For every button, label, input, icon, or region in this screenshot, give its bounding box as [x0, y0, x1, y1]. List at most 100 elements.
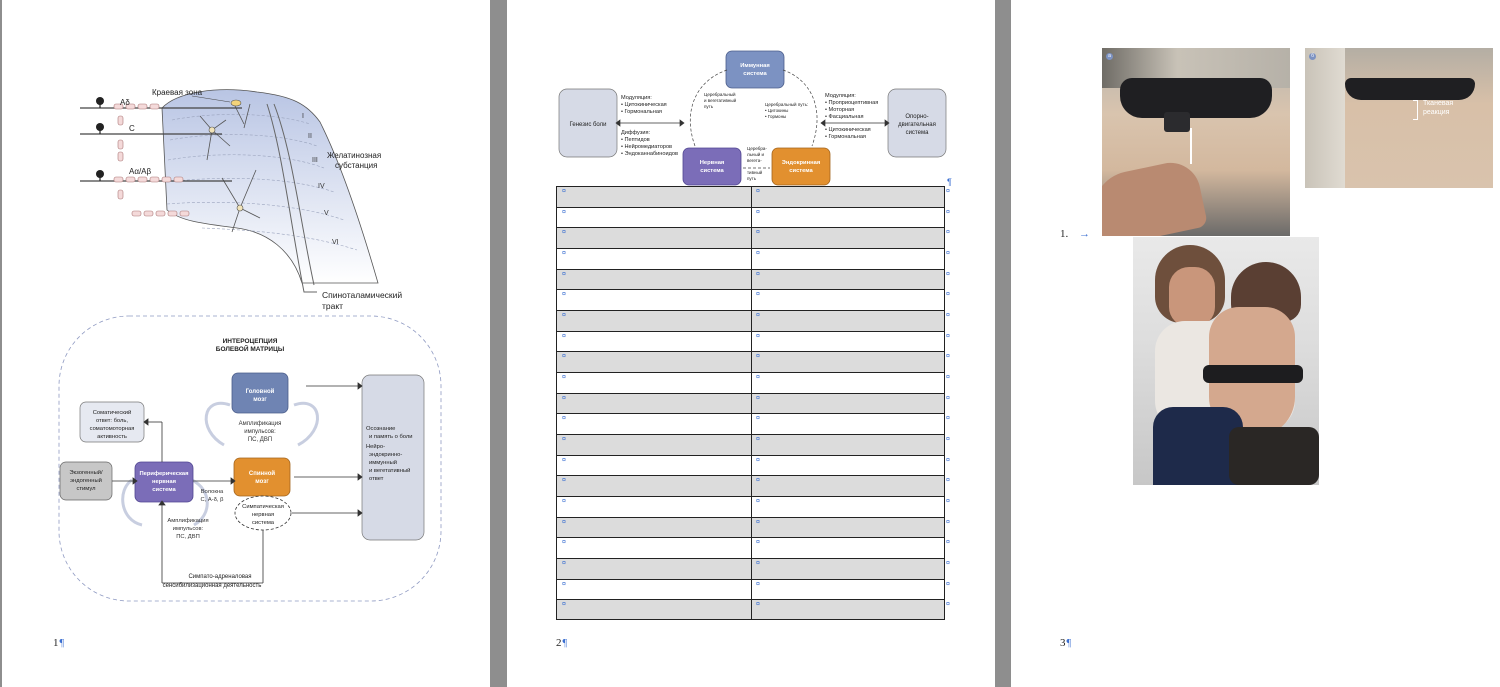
- tab-arrow-icon: →: [1079, 228, 1090, 240]
- cell-end-mark: ¤: [562, 436, 566, 443]
- table-cell[interactable]: ¤: [750, 394, 945, 414]
- table-row: ¤¤¤: [556, 268, 950, 290]
- table-cell[interactable]: ¤: [750, 435, 945, 455]
- cell-end-mark: ¤: [562, 518, 566, 526]
- table-cell[interactable]: ¤: [556, 290, 750, 310]
- table-cell[interactable]: ¤: [750, 373, 945, 393]
- cell-end-mark: ¤: [756, 560, 760, 567]
- table-row: ¤¤¤: [556, 310, 950, 331]
- table-row: ¤ ¤ ¤: [556, 475, 950, 496]
- table-cell[interactable]: ¤: [556, 332, 750, 352]
- table-cell[interactable]: ¤: [750, 538, 945, 558]
- svg-text:Диффузия:: Диффузия:: [621, 130, 651, 136]
- row-end-mark: ¤: [946, 188, 950, 195]
- photo-b-tissue-reaction: Тканевая реакция б: [1305, 48, 1493, 188]
- table-row: ¤¤¤: [556, 351, 950, 372]
- svg-text:сенсибилизационная деятельност: сенсибилизационная деятельность: [163, 583, 262, 589]
- table-cell[interactable]: ¤: [556, 414, 750, 434]
- svg-text:• Эндоканнабиноидов: • Эндоканнабиноидов: [621, 151, 678, 157]
- table-cell[interactable]: ¤: [750, 518, 945, 538]
- table-cell[interactable]: ¤: [556, 208, 750, 228]
- svg-text:вегета-: вегета-: [747, 158, 762, 163]
- table-cell[interactable]: ¤: [556, 373, 750, 393]
- svg-text:• Фасциальная: • Фасциальная: [825, 114, 864, 120]
- table-cell[interactable]: ¤: [750, 290, 945, 310]
- cell-end-mark: ¤: [562, 188, 566, 195]
- table-cell[interactable]: ¤: [556, 311, 750, 331]
- table-cell[interactable]: ¤: [750, 600, 945, 619]
- table-cell[interactable]: ¤: [556, 228, 750, 248]
- svg-text:активность: активность: [97, 434, 127, 440]
- row-end-mark: ¤: [946, 477, 950, 485]
- table-cell[interactable]: ¤: [556, 538, 750, 558]
- pilcrow-mark: ¶: [1066, 638, 1072, 649]
- cell-end-mark: ¤: [562, 291, 566, 299]
- svg-text:путь: путь: [747, 176, 757, 181]
- table-cell[interactable]: ¤: [556, 518, 750, 538]
- systems-diagram: Генезис боли Иммунная система Нервная си…: [558, 50, 952, 187]
- table-cell[interactable]: ¤: [750, 476, 945, 496]
- table-cell[interactable]: ¤: [556, 476, 750, 496]
- svg-text:БОЛЕВОЙ МАТРИЦЫ: БОЛЕВОЙ МАТРИЦЫ: [216, 344, 284, 353]
- row-end-mark: ¤: [946, 601, 950, 609]
- matrix-title: ИНТЕРОЦЕПЦИЯ: [223, 338, 278, 345]
- table-cell[interactable]: ¤: [556, 580, 750, 600]
- table-cell[interactable]: ¤: [750, 580, 945, 600]
- svg-text:тракт: тракт: [322, 301, 343, 311]
- svg-text:эндогенный: эндогенный: [70, 477, 102, 484]
- svg-text:мозг: мозг: [255, 479, 269, 485]
- svg-text:• Гормональная: • Гормональная: [825, 134, 866, 140]
- svg-text:• Цитокиническая: • Цитокиническая: [621, 102, 667, 108]
- table-row: ¤¤¤: [556, 558, 950, 579]
- cell-end-mark: ¤: [756, 188, 760, 195]
- table-cell[interactable]: ¤: [556, 352, 750, 372]
- page-number: 3¶: [1060, 637, 1072, 649]
- lamina-label: V: [324, 210, 329, 217]
- table-cell[interactable]: ¤: [556, 456, 750, 476]
- table-cell[interactable]: ¤: [750, 456, 945, 476]
- svg-text:система: система: [906, 130, 929, 136]
- svg-text:Волокна: Волокна: [201, 489, 224, 495]
- cell-end-mark: ¤: [756, 374, 760, 381]
- cell-end-mark: ¤: [562, 229, 566, 237]
- table-cell[interactable]: ¤: [750, 270, 945, 290]
- svg-text:соматомоторная: соматомоторная: [90, 426, 135, 432]
- cell-end-mark: ¤: [756, 477, 760, 485]
- cell-end-mark: ¤: [756, 539, 760, 547]
- empty-table[interactable]: ¤¤¤¤¤¤¤¤¤¤¤¤¤¤¤¤¤¤¤¤¤¤¤¤¤¤¤¤¤¤¤¤¤¤¤¤¤¤¤¤…: [556, 186, 950, 620]
- svg-text:и память о боли: и память о боли: [369, 434, 413, 440]
- table-cell[interactable]: ¤: [556, 270, 750, 290]
- row-end-mark: ¤: [946, 229, 950, 237]
- svg-text:Модуляция:: Модуляция:: [825, 93, 856, 99]
- table-cell[interactable]: ¤: [556, 497, 750, 517]
- table-cell[interactable]: ¤: [750, 559, 945, 579]
- cell-end-mark: ¤: [562, 560, 566, 567]
- table-cell[interactable]: ¤: [556, 600, 750, 619]
- table-cell[interactable]: ¤: [556, 559, 750, 579]
- table-cell[interactable]: ¤: [750, 352, 945, 372]
- table-cell[interactable]: ¤: [750, 332, 945, 352]
- table-cell[interactable]: ¤: [750, 311, 945, 331]
- svg-text:система: система: [252, 520, 275, 526]
- cell-end-mark: ¤: [756, 518, 760, 526]
- table-cell[interactable]: ¤: [556, 394, 750, 414]
- svg-text:система: система: [700, 168, 724, 174]
- svg-text:Амплификация: Амплификация: [239, 421, 282, 427]
- svg-text:ПС, ДВП: ПС, ДВП: [176, 534, 200, 540]
- svg-text:• Моторная: • Моторная: [825, 107, 854, 113]
- table-cell[interactable]: ¤: [750, 208, 945, 228]
- table-cell[interactable]: ¤: [556, 187, 750, 207]
- cell-end-mark: ¤: [562, 456, 566, 464]
- cell-end-mark: ¤: [756, 208, 760, 216]
- table-cell[interactable]: ¤: [556, 249, 750, 269]
- table-cell[interactable]: ¤: [750, 414, 945, 434]
- svg-text:импульсов:: импульсов:: [244, 429, 276, 435]
- table-cell[interactable]: ¤: [750, 249, 945, 269]
- cell-end-mark: ¤: [562, 415, 566, 423]
- table-cell[interactable]: ¤: [556, 435, 750, 455]
- table-cell[interactable]: ¤: [750, 187, 945, 207]
- table-cell[interactable]: ¤: [750, 497, 945, 517]
- svg-text:стимул: стимул: [77, 486, 96, 492]
- table-cell[interactable]: ¤: [750, 228, 945, 248]
- svg-text:• Пептидов: • Пептидов: [621, 137, 650, 143]
